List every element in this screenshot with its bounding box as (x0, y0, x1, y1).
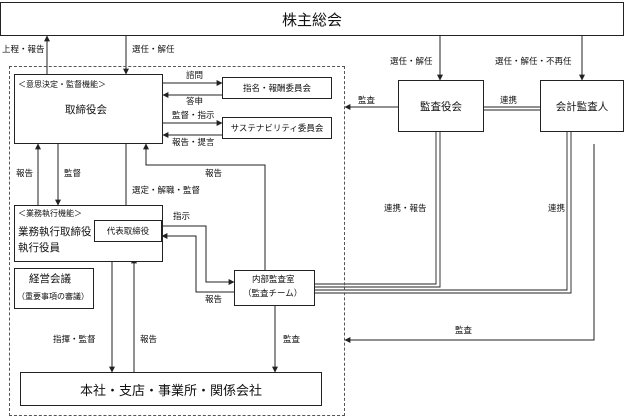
edge-report-ia-board (143, 143, 266, 270)
accounting-auditor-box: 会計監査人 (540, 80, 624, 132)
label-cooperate-report: 連携・報告 (384, 204, 427, 214)
board-label: 取締役会 (65, 104, 107, 116)
edge-cooperate-right-b (315, 132, 572, 294)
shareholders-meeting-box: 株主総会 (0, 2, 624, 36)
representative-director-label: 代表取締役 (106, 227, 150, 237)
label-cooperate-top: 連携 (500, 96, 518, 106)
auditors-label: 監査役会 (420, 100, 462, 113)
label-report-exec-board: 報告 (16, 169, 34, 179)
label-elect-auditors: 選任・解任 (390, 57, 433, 67)
label-audit-board: 監査 (358, 96, 376, 106)
internal-audit-label-line2: （監査チーム） (243, 289, 303, 299)
label-elect-accounting: 選任・解任・不再任 (495, 57, 572, 67)
label-cooperate-right: 連携 (548, 204, 566, 214)
label-report-ia-rep: 報告 (205, 295, 223, 305)
executive-label-line1: 業務執行取締役 (18, 226, 92, 238)
label-consult: 諮問 (186, 71, 204, 81)
label-report-hq: 報告 (140, 335, 158, 345)
label-report-ia-board: 報告 (205, 169, 223, 179)
label-elect-board: 選任・解任 (132, 45, 175, 55)
headquarters-box: 本社・支店・事業所・関係会社 (20, 372, 322, 406)
executive-label-line2: 執行役員 (18, 242, 60, 254)
sustainability-committee-label: サステナビリティ委員会 (230, 124, 324, 134)
management-meeting-label: 経営会議 (29, 273, 71, 285)
label-audit-ia-hq: 監査 (283, 335, 301, 345)
label-elect-dismiss-supervise: 選定・解職・監督 (132, 186, 201, 196)
label-reply: 答申 (186, 97, 204, 107)
management-meeting-sub: （重要事項の審議） (17, 292, 89, 301)
label-direct-supervise: 指揮・監督 (53, 335, 96, 345)
headquarters-label: 本社・支店・事業所・関係会社 (79, 383, 262, 399)
sustainability-committee-box: サステナビリティ委員会 (222, 117, 332, 139)
nomination-committee-label: 指名・報酬委員会 (242, 84, 311, 94)
board-box: ＜意思決定・監督機能＞ 取締役会 (14, 74, 163, 144)
label-audit-bottom: 監査 (455, 326, 473, 336)
label-supervise-board-exec: 監督 (64, 169, 82, 179)
management-meeting-box: 経営会議 （重要事項の審議） (14, 268, 94, 309)
company-boundary (9, 66, 345, 416)
shareholders-meeting-label: 株主総会 (281, 10, 342, 29)
label-supervise-instruct: 監督・指示 (172, 111, 215, 121)
auditors-box: 監査役会 (398, 80, 484, 132)
accounting-auditor-label: 会計監査人 (555, 100, 609, 113)
nomination-committee-box: 指名・報酬委員会 (222, 77, 332, 99)
label-instruct: 指示 (173, 212, 191, 222)
internal-audit-box: 内部監査室 （監査チーム） (234, 270, 315, 306)
representative-director-box: 代表取締役 (94, 220, 162, 242)
edge-cooperate-report-a (315, 132, 437, 285)
label-up-report: 上程・報告 (2, 45, 45, 55)
edge-instruct (162, 225, 235, 285)
internal-audit-label-line1: 内部監査室 (252, 275, 295, 285)
edge-audit-bottom (344, 144, 595, 343)
edge-cooperate-report-b (315, 132, 441, 288)
edge-report-ia-rep (161, 233, 234, 293)
edge-cooperate-right-a (315, 132, 568, 291)
board-tag: ＜意思決定・監督機能＞ (18, 80, 106, 89)
label-report-propose: 報告・提言 (172, 138, 215, 148)
executive-tag: ＜業務執行機能＞ (18, 209, 82, 218)
